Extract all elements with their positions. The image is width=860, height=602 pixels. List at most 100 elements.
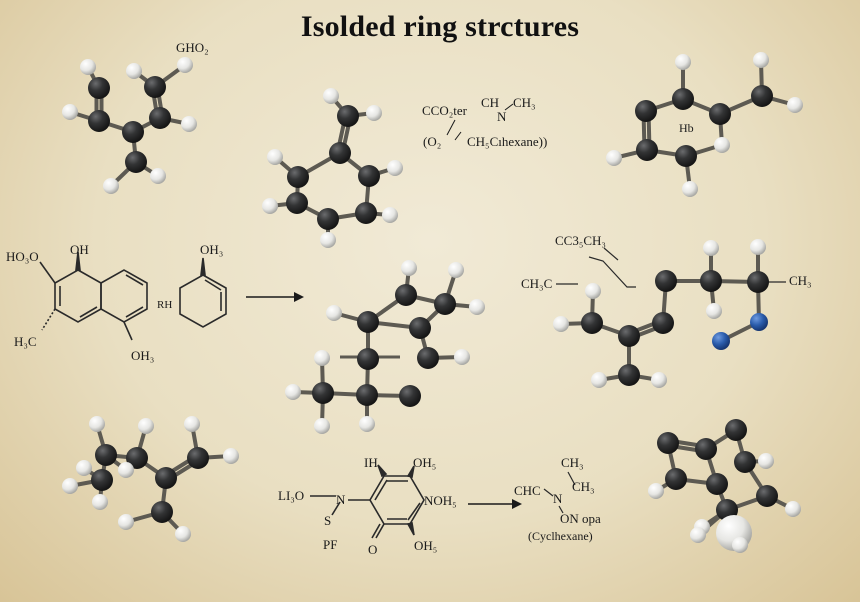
- bond-line: [446, 119, 456, 136]
- bond-oh3: [123, 321, 133, 341]
- ring-right: [100, 269, 148, 323]
- cyclohexadiene-structure: [179, 257, 227, 328]
- label-ho3o: HO₃O: [6, 249, 39, 264]
- hydrogen-atom: [750, 239, 766, 255]
- hydrogen-atom: [175, 526, 191, 542]
- carbon-atom: [337, 105, 359, 127]
- carbon-atom: [700, 270, 722, 292]
- double-bond: [374, 479, 388, 501]
- carbon-atom: [286, 192, 308, 214]
- carbon-atom: [151, 501, 173, 523]
- ring: [369, 475, 425, 525]
- wedge-bond: [406, 465, 415, 478]
- carbon-atom: [675, 145, 697, 167]
- hydrogen-atom: [138, 418, 154, 434]
- formula-top-center: CCO₂ter (O₂ CH CH₃ N CH₅Cıhexane)): [422, 95, 547, 149]
- label-on-opa: ON opa: [560, 511, 601, 526]
- carbon-atom: [95, 444, 117, 466]
- bond-s: [331, 501, 341, 516]
- molecule-model-bottom-left: [62, 416, 239, 542]
- carbon-atom: [88, 77, 110, 99]
- hydrogen-atom: [359, 416, 375, 432]
- label-o2: (O₂: [423, 134, 441, 149]
- carbon-atom: [122, 121, 144, 143]
- hydrogen-atom: [366, 105, 382, 121]
- carbon-atom: [144, 76, 166, 98]
- hydrogen-atom: [469, 299, 485, 315]
- carbon-atom: [725, 419, 747, 441]
- hydrogen-atom: [714, 137, 730, 153]
- double-bond: [204, 279, 222, 291]
- bond-line: [603, 247, 619, 261]
- nitrogen-atom: [712, 332, 730, 350]
- label-rh: RH: [157, 299, 172, 311]
- hydrogen-atom: [651, 372, 667, 388]
- bond-line: [543, 488, 554, 497]
- hydrogen-atom: [648, 483, 664, 499]
- hydrogen-atom: [690, 527, 706, 543]
- molecule-model-top-left: [62, 57, 197, 194]
- hydrogen-atom: [177, 57, 193, 73]
- label-cco-ster: CCO₂ter: [422, 103, 468, 118]
- carbon-atom: [751, 85, 773, 107]
- hydrogen-atom: [753, 52, 769, 68]
- hydrogen-atom: [285, 384, 301, 400]
- hydrogen-atom: [454, 349, 470, 365]
- hydrogen-atom: [118, 462, 134, 478]
- hydrogen-atom: [62, 104, 78, 120]
- hydrogen-atom: [181, 116, 197, 132]
- hydrogen-atom: [682, 181, 698, 197]
- label-ch3-b: CH₃: [572, 479, 595, 494]
- label-ch3-right: CH₃: [789, 273, 812, 288]
- hydrogen-atom: [103, 178, 119, 194]
- carbon-atom: [618, 364, 640, 386]
- carbon-atom: [329, 142, 351, 164]
- molecule-model-bottom-right: [648, 419, 801, 553]
- bond-line: [567, 471, 576, 486]
- label-n-amine: N: [553, 491, 563, 506]
- label-cyclohexane-bottom: (Cyclhexane): [528, 529, 593, 543]
- molecule-model-middle-right: [553, 239, 786, 388]
- bond-o-double: [371, 523, 381, 539]
- carbon-atom: [706, 473, 728, 495]
- hydrogen-atom: [675, 54, 691, 70]
- hydrogen-atom: [314, 418, 330, 434]
- carbon-atom: [665, 468, 687, 490]
- carbon-atom: [149, 107, 171, 129]
- label-o: O: [368, 542, 377, 557]
- hash-bond: [41, 308, 56, 331]
- wedge-bond: [377, 464, 388, 478]
- hydrogen-atom: [382, 207, 398, 223]
- label-ch3c: CH₃C: [521, 276, 552, 291]
- carbon-atom: [187, 447, 209, 469]
- hydrogen-atom: [314, 350, 330, 366]
- carbon-atom: [399, 385, 421, 407]
- diagram-title: Isolded ring strctures: [300, 10, 580, 43]
- label-gho2: GHO₂: [176, 40, 209, 55]
- hydrogen-atom: [150, 168, 166, 184]
- label-cc3ch3: CC3₅CH₃: [555, 233, 606, 248]
- hydrogen-atom: [76, 460, 92, 476]
- carbon-atom: [434, 293, 456, 315]
- carbon-atom: [636, 139, 658, 161]
- hydrogen-atom: [758, 453, 774, 469]
- carbon-atom: [734, 451, 756, 473]
- hydrogen-atom: [92, 494, 108, 510]
- wedge-bond: [75, 251, 81, 271]
- naphthalene-structure: [39, 251, 148, 341]
- carbon-atom: [355, 202, 377, 224]
- label-oh: OH: [70, 242, 89, 257]
- nitrogen-atom: [750, 313, 768, 331]
- carbon-atom: [317, 208, 339, 230]
- hydrogen-atom: [62, 478, 78, 494]
- wedge-bond: [200, 257, 206, 276]
- label-oh5-top: OH₅: [413, 455, 436, 470]
- carbon-atom: [126, 447, 148, 469]
- hydrogen-atom: [585, 283, 601, 299]
- carbon-atom: [357, 348, 379, 370]
- hydrogen-atom: [126, 63, 142, 79]
- ring-left: [54, 269, 102, 323]
- label-oh3-cyc: OH₃: [200, 242, 223, 257]
- carbon-atom: [635, 100, 657, 122]
- double-bond: [125, 306, 144, 318]
